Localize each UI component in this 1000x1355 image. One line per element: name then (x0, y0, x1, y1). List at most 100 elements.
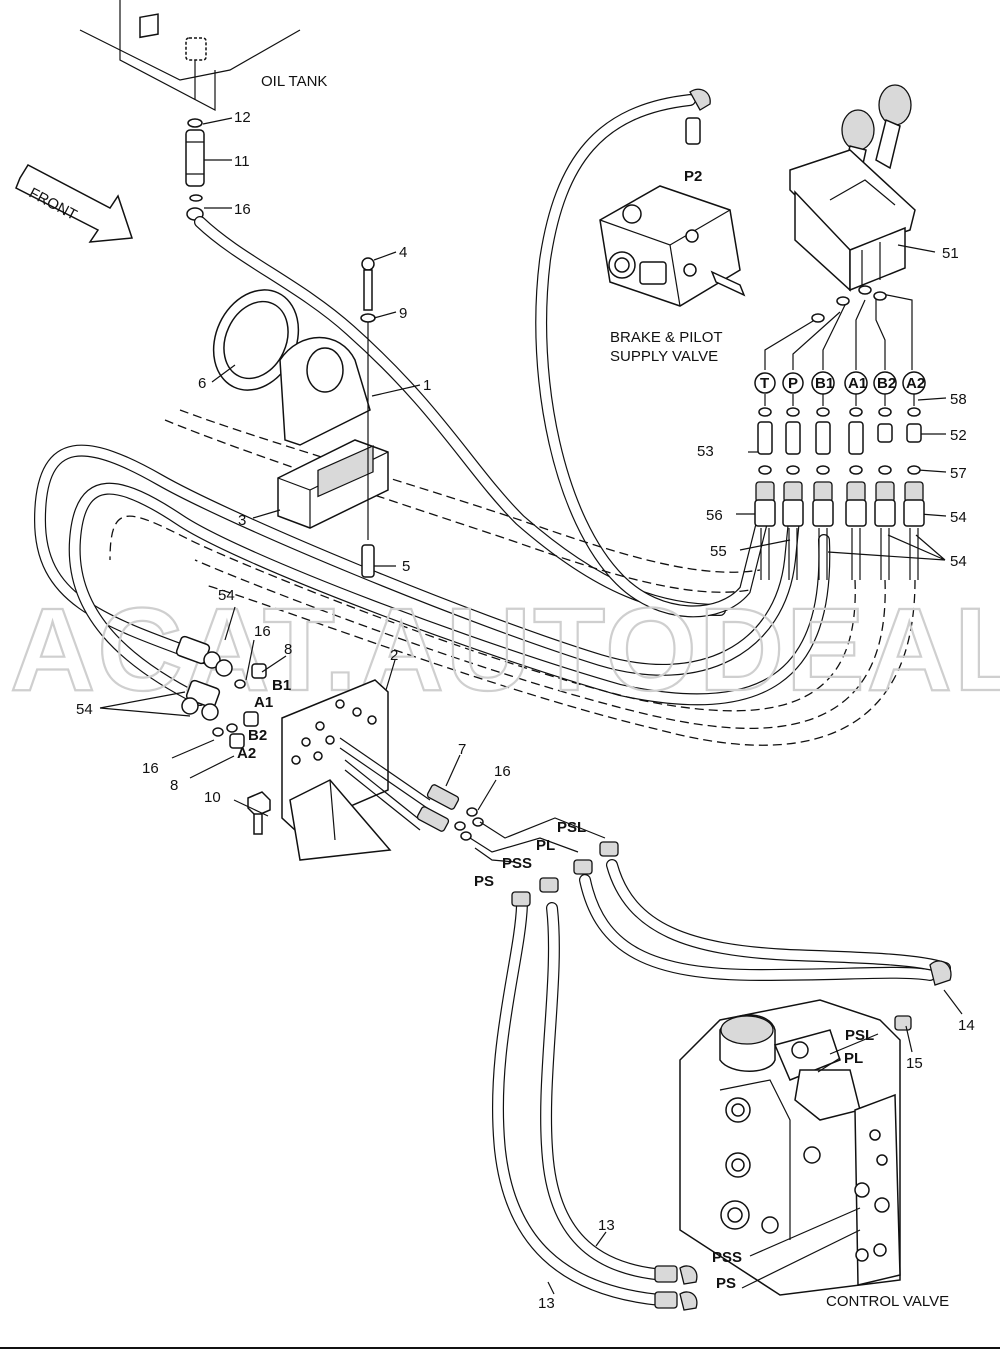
callout-16-left-top: 16 (254, 623, 271, 640)
o-ring (786, 407, 800, 417)
hose-ferrule (903, 499, 925, 527)
port-pl-mid: PL (536, 837, 555, 854)
adapter-fitting (906, 423, 922, 443)
hose-ferrule (782, 499, 804, 527)
callout-51: 51 (942, 245, 959, 262)
hose-ferrule (874, 499, 896, 527)
callout-13-bottom: 13 (538, 1295, 555, 1312)
hose-nut (783, 481, 803, 503)
hose-nut (846, 481, 866, 503)
callout-8-bottom: 8 (170, 777, 178, 794)
pilot-joystick-valve (789, 84, 916, 292)
port-circle-a2: A2 (906, 375, 925, 392)
o-ring (907, 465, 921, 475)
port-ps-cv: PS (716, 1275, 736, 1292)
watermark: ACAT.AUTODEALER.RU (10, 584, 1000, 716)
port-circle-t: T (760, 375, 769, 392)
o-ring (907, 407, 921, 417)
front-arrow: FRONT (15, 164, 134, 243)
callout-12: 12 (234, 109, 251, 126)
callout-5: 5 (402, 558, 410, 575)
callout-9: 9 (399, 305, 407, 322)
port-labels: P2 T P B1 A1 B2 A2 B1 A1 B2 A2 PSL PL PS… (237, 168, 926, 1292)
part-number-callouts: 12 11 16 4 9 1 6 3 5 2 7 16 10 54 54 16 … (76, 109, 975, 1312)
o-ring (849, 407, 863, 417)
fitting-stack-parts (754, 394, 925, 580)
pilot-fitting-stack (764, 285, 913, 370)
o-ring (786, 465, 800, 475)
hose-nut (755, 481, 775, 503)
callout-53: 53 (697, 443, 714, 460)
o-ring (878, 465, 892, 475)
o-ring (878, 407, 892, 417)
callout-1: 1 (423, 377, 431, 394)
port-circle-b1: B1 (815, 375, 834, 392)
callout-16-tank: 16 (234, 201, 251, 218)
port-pss-cv: PSS (712, 1249, 742, 1266)
adapter-fitting (877, 423, 893, 443)
port-a1: A1 (254, 694, 273, 711)
adapter-fitting (785, 421, 801, 455)
callout-16-mid: 16 (494, 763, 511, 780)
o-ring (758, 407, 772, 417)
hose-nut (904, 481, 924, 503)
callout-6: 6 (198, 375, 206, 392)
callout-54-right-mid: 54 (950, 553, 967, 570)
hose-nut (813, 481, 833, 503)
port-b2: B2 (248, 727, 267, 744)
callout-57: 57 (950, 465, 967, 482)
oil-tank-caption: OIL TANK (261, 73, 327, 90)
control-valve-caption: CONTROL VALVE (826, 1293, 949, 1310)
callout-8-top: 8 (284, 641, 292, 658)
port-a2: A2 (237, 745, 256, 762)
adapter-fitting (848, 421, 864, 455)
o-ring (758, 465, 772, 475)
left-hose-ends (175, 635, 267, 749)
mounting-plate (247, 679, 619, 907)
callout-11: 11 (234, 153, 250, 170)
callout-54-left-top: 54 (218, 587, 235, 604)
callout-10: 10 (204, 789, 221, 806)
port-pl-cv: PL (844, 1050, 863, 1067)
hose-ferrule (812, 499, 834, 527)
callout-58: 58 (950, 391, 967, 408)
port-ps-mid: PS (474, 873, 494, 890)
control-valve (654, 960, 952, 1311)
callout-15: 15 (906, 1055, 923, 1072)
callout-16-left-bottom: 16 (142, 760, 159, 777)
brake-pilot-supply-valve (599, 88, 746, 307)
callout-54-left-mid: 54 (76, 701, 93, 718)
hose-nut (875, 481, 895, 503)
port-b1: B1 (272, 677, 291, 694)
o-ring (816, 407, 830, 417)
leader-lines (99, 117, 963, 1295)
port-circle-b2: B2 (877, 375, 896, 392)
adapter-fitting (757, 421, 773, 455)
hose-ferrule (845, 499, 867, 527)
callout-7: 7 (458, 741, 466, 758)
brake-valve-caption-line2: SUPPLY VALVE (610, 348, 718, 365)
port-psl-mid: PSL (557, 819, 586, 836)
brake-valve-caption-line1: BRAKE & PILOT (610, 329, 723, 346)
callout-55: 55 (710, 543, 727, 560)
line-filter (185, 118, 205, 221)
port-p2: P2 (684, 168, 702, 185)
o-ring (816, 465, 830, 475)
hoses (33, 94, 951, 1306)
o-ring (849, 465, 863, 475)
port-psl-cv: PSL (845, 1027, 874, 1044)
callout-52: 52 (950, 427, 967, 444)
callout-14: 14 (958, 1017, 975, 1034)
adapter-fitting (815, 421, 831, 455)
callout-56: 56 (706, 507, 723, 524)
callout-3: 3 (238, 512, 246, 529)
port-circle-a1: A1 (848, 375, 867, 392)
callout-2: 2 (390, 647, 398, 664)
port-pss-mid: PSS (502, 855, 532, 872)
callout-54-right-top: 54 (950, 509, 967, 526)
oil-tank (79, 0, 301, 111)
hose-ferrule (754, 499, 776, 527)
bracket-assembly (212, 257, 389, 578)
